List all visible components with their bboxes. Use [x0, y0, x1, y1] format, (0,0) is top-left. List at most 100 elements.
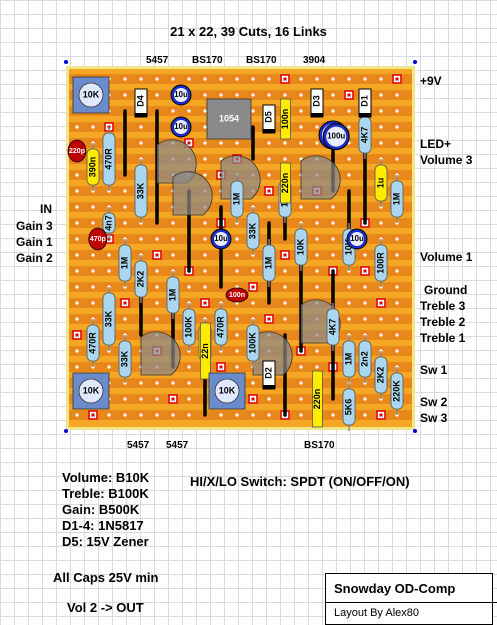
label-in: IN — [40, 202, 52, 216]
hole — [315, 141, 319, 145]
component-value: 4K7 — [327, 319, 337, 336]
strip-row — [69, 282, 412, 292]
cut-mark — [75, 333, 79, 337]
hole — [91, 221, 95, 225]
diode-band — [263, 385, 275, 389]
hole — [251, 269, 255, 273]
legend-gain: Gain: B500K — [62, 502, 140, 517]
component-value: 10K — [343, 238, 353, 255]
cut-mark — [171, 397, 175, 401]
bottom-label-bs170: BS170 — [304, 440, 335, 451]
hole — [267, 413, 271, 417]
hole — [235, 269, 239, 273]
hole — [91, 269, 95, 273]
hole — [267, 157, 271, 161]
components: 390n470R33K4n71M2K233K470R33K1M1M10K33K1… — [67, 76, 404, 431]
hole — [203, 141, 207, 145]
title-box: Snowday OD-Comp Layout By Alex80 — [325, 573, 497, 625]
strip-row — [69, 346, 412, 356]
hole — [251, 413, 255, 417]
hole — [187, 413, 191, 417]
film-capacitor — [86, 148, 100, 186]
cut-mark — [283, 253, 287, 257]
diode-label: D2 — [263, 367, 273, 379]
hole — [379, 125, 383, 129]
hole — [75, 285, 79, 289]
label-ground: Ground — [424, 283, 468, 297]
hole — [91, 301, 95, 305]
resistor — [326, 308, 340, 346]
trimmer-knob — [214, 378, 240, 404]
component-value: 1M — [231, 193, 241, 206]
hole — [299, 77, 303, 81]
diode-label: D4 — [135, 95, 145, 107]
component-value: 220K — [391, 380, 401, 402]
resistor — [118, 244, 132, 282]
component-value: 390n — [87, 157, 97, 178]
hole — [363, 253, 367, 257]
resistor — [342, 388, 356, 426]
hole — [251, 77, 255, 81]
hole — [235, 365, 239, 369]
label-volume-3: Volume 3 — [420, 153, 473, 167]
hole — [299, 365, 303, 369]
holes — [75, 77, 399, 417]
cut-mark — [267, 317, 271, 321]
hole — [379, 77, 383, 81]
hole — [331, 413, 335, 417]
cut-mark — [395, 77, 399, 81]
hole — [75, 301, 79, 305]
project-name: Snowday OD-Comp — [334, 581, 456, 596]
film-capacitor — [374, 164, 388, 202]
hole — [219, 413, 223, 417]
component-value: 33K — [119, 350, 129, 367]
resistor — [134, 260, 148, 298]
electrolytic-top — [174, 88, 188, 102]
hole — [363, 317, 367, 321]
hole — [235, 237, 239, 241]
hole — [203, 269, 207, 273]
hole — [395, 93, 399, 97]
hole — [379, 141, 383, 145]
electrolytic-value: 10u — [174, 90, 188, 99]
resistor — [374, 244, 388, 282]
component-value: 100K — [183, 316, 193, 338]
hole — [139, 77, 143, 81]
hole — [395, 349, 399, 353]
hole — [251, 381, 255, 385]
hole — [283, 285, 287, 289]
component-value: 1M — [391, 193, 401, 206]
strip-row — [69, 330, 412, 340]
electrolytic-value: 10u — [214, 234, 228, 243]
film-capacitor-value: 100n — [280, 109, 290, 130]
hole — [315, 125, 319, 129]
hole — [107, 413, 111, 417]
hole — [331, 77, 335, 81]
hole — [315, 269, 319, 273]
bottom-label-5457-2: 5457 — [166, 440, 189, 451]
hole — [395, 253, 399, 257]
hole — [75, 269, 79, 273]
film-capacitor-value: 220n — [312, 389, 322, 410]
hole — [203, 93, 207, 97]
cut-mark — [203, 301, 207, 305]
electrolytic-top — [326, 126, 347, 147]
hole — [91, 253, 95, 257]
hole — [107, 269, 111, 273]
hole — [363, 77, 367, 81]
hole — [299, 413, 303, 417]
resistor — [102, 132, 116, 186]
hole — [139, 141, 143, 145]
hole — [123, 189, 127, 193]
hole — [219, 141, 223, 145]
hole — [171, 253, 175, 257]
resistor — [102, 212, 116, 234]
strip-row — [69, 298, 412, 308]
hole — [123, 413, 127, 417]
ceramic-capacitor-100n — [225, 287, 249, 303]
hole — [203, 109, 207, 113]
cut-mark — [363, 269, 367, 273]
hole — [219, 77, 223, 81]
diode-label: D3 — [311, 95, 321, 107]
transistor-body — [172, 171, 213, 216]
